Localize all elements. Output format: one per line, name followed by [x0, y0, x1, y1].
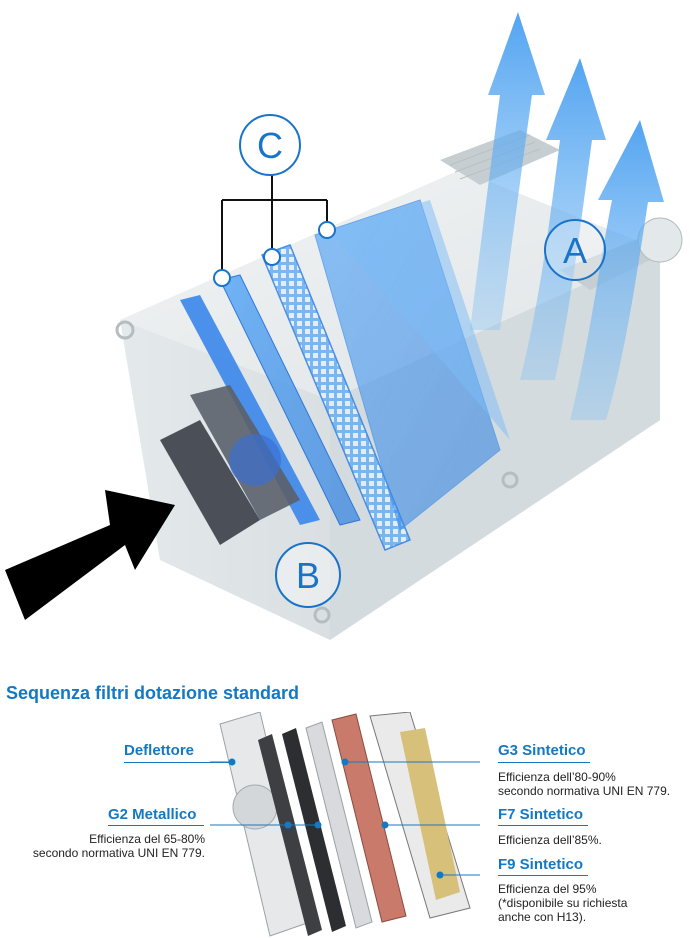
air-handling-unit-illustration: C A B: [5, 12, 683, 640]
underline-deflettore: [124, 762, 230, 763]
inlet-deflector: [160, 385, 300, 545]
filter-stack-illustration: [210, 712, 480, 937]
filter-desc-f9-line2: (*disponibile su richiesta: [498, 896, 628, 910]
c-point-1: [213, 269, 231, 287]
filter-desc-g3-line1: Efficienza dell’80-90%: [498, 770, 616, 784]
filter-label-deflettore: Deflettore: [124, 742, 195, 759]
filter-label-f9: F9 Sintetico: [498, 856, 584, 873]
svg-text:C: C: [257, 125, 283, 166]
section-title: Sequenza filtri dotazione standard: [6, 683, 300, 703]
filter-desc-g2-line1: Efficienza del 65-80%: [89, 832, 205, 846]
filter-panels: [180, 199, 510, 551]
underline-g3: [498, 762, 590, 763]
filter-label-g3: G3 Sintetico: [498, 742, 586, 759]
filter-desc-g2-line2: secondo normativa UNI EN 779.: [32, 846, 205, 860]
underline-f9: [498, 875, 588, 876]
svg-text:B: B: [296, 555, 320, 596]
underline-f7: [498, 825, 588, 826]
c-bracket: [221, 172, 328, 270]
inlet-airflow-arrow: [5, 490, 175, 620]
marker-c: C: [239, 114, 301, 176]
outlet-airflow-arrows: [470, 12, 664, 420]
filter-desc-f9-line3: anche con H13).: [498, 910, 587, 924]
marker-b: B: [275, 542, 341, 608]
svg-text:A: A: [563, 230, 587, 271]
filter-label-g2: G2 Metallico: [108, 806, 197, 823]
filter-desc-f7-line1: Efficienza dell’85%.: [498, 833, 602, 847]
filter-label-f7: F7 Sintetico: [498, 806, 584, 823]
filter-desc-g3-line2: secondo normativa UNI EN 779.: [498, 784, 671, 798]
marker-a: A: [544, 219, 606, 281]
c-point-2: [263, 248, 281, 266]
filter-desc-f9-line1: Efficienza del 95%: [498, 882, 597, 896]
underline-g2: [108, 825, 204, 826]
c-point-3: [318, 221, 336, 239]
